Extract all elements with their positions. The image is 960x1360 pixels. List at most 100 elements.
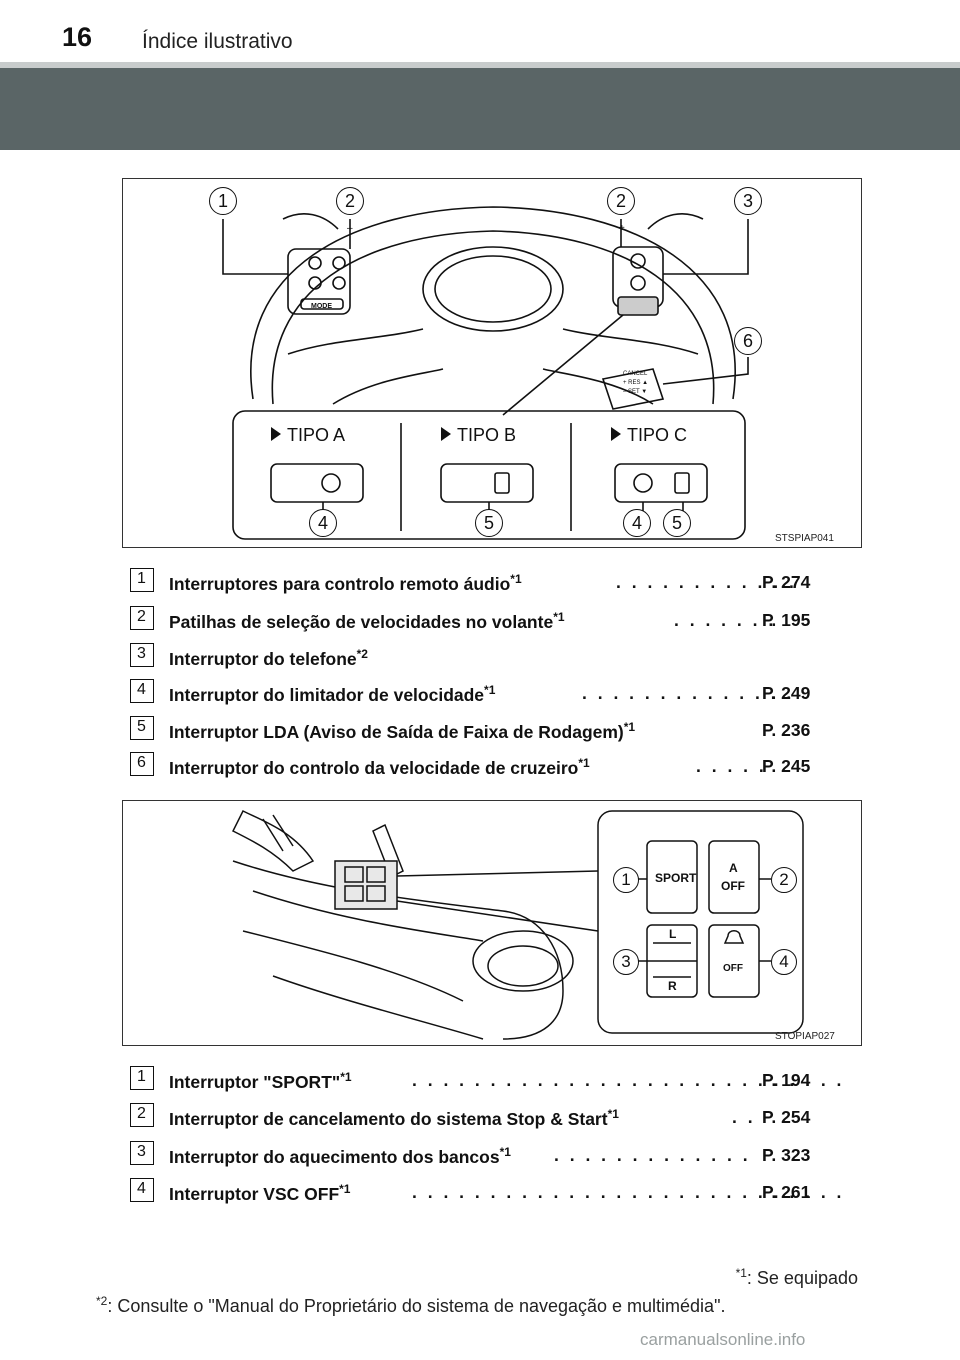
item-text: Interruptor LDA (Aviso de Saída de Faixa…: [169, 721, 624, 742]
type-c-label: TIPO C: [627, 425, 688, 445]
item-text: Interruptor "SPORT": [169, 1071, 341, 1092]
mode-switch-label: MODE: [311, 303, 332, 310]
item-text: Interruptores para controlo remoto áudio: [169, 573, 511, 594]
sport-button-label: SPORT: [655, 871, 697, 885]
callout-1: 1: [209, 187, 237, 215]
figure-code: STSPIAP041: [775, 533, 834, 544]
auto-stop-off-label: OFF: [721, 879, 745, 893]
page-header: 16 Índice ilustrativo: [0, 0, 960, 62]
callout-4-type-c: 4: [623, 509, 651, 537]
leader-dots: . . . . .: [696, 756, 767, 776]
item-number-icon: 2: [130, 1103, 154, 1127]
item-footnote-mark: *1: [607, 1107, 619, 1121]
paddle-plus-label: +: [619, 223, 625, 234]
page-reference: P. 274: [762, 572, 811, 592]
item-number-icon: 4: [130, 679, 154, 703]
page-number: 16: [62, 22, 93, 52]
item-number-icon: 5: [130, 716, 154, 740]
callout-6: 6: [734, 327, 762, 355]
item-number: 2: [137, 608, 146, 625]
callout-5-type-c: 5: [663, 509, 691, 537]
leader-dots: . . . . . . . . . . . . .: [554, 1145, 751, 1165]
item-text: Interruptor do aquecimento dos bancos: [169, 1146, 500, 1167]
page-reference: P. 254: [762, 1107, 811, 1127]
page-reference: P. 236: [762, 720, 811, 740]
item-number: 5: [137, 718, 146, 735]
callout-2-right: 2: [607, 187, 635, 215]
item-label: Interruptor do limitador de velocidade*1: [169, 683, 495, 706]
callout-4-type-a: 4: [309, 509, 337, 537]
item-number-icon: 4: [130, 1178, 154, 1202]
item-number: 4: [137, 1180, 146, 1197]
item-footnote-mark: *1: [484, 683, 496, 697]
item-footnote-mark: *1: [340, 1070, 352, 1084]
footnote-2-text: : Consulte o "Manual do Proprietário do …: [107, 1296, 726, 1316]
item-number-icon: 6: [130, 752, 154, 776]
item-number-icon: 2: [130, 606, 154, 630]
item-number: 6: [137, 754, 146, 771]
footnote-1-mark: *1: [735, 1266, 747, 1280]
item-label: Patilhas de seleção de velocidades no vo…: [169, 610, 565, 633]
item-label: Interruptores para controlo remoto áudio…: [169, 572, 522, 595]
item-number: 4: [137, 681, 146, 698]
leader-dots: . . . . . . .: [674, 610, 777, 630]
item-number-icon: 3: [130, 643, 154, 667]
item-number-icon: 1: [130, 568, 154, 592]
page-reference: P. 245: [762, 756, 811, 776]
item-label: Interruptor do controlo da velocidade de…: [169, 756, 590, 779]
item-text: Interruptor do telefone: [169, 648, 357, 669]
page-reference: P. 261: [762, 1182, 811, 1202]
header-rule: [0, 62, 960, 68]
item-text: Patilhas de seleção de velocidades no vo…: [169, 611, 554, 632]
item-label: Interruptor de cancelamento do sistema S…: [169, 1107, 619, 1130]
leader-dots: . . . . . . . . . . . . . .: [582, 683, 795, 703]
console-illustration: [231, 809, 804, 1040]
callout-3: 3: [734, 187, 762, 215]
item-text: Interruptor do controlo da velocidade de…: [169, 757, 579, 778]
footnote-1: *1: Se equipado: [736, 1266, 858, 1289]
page-reference: P. 195: [762, 610, 811, 630]
leader-dots: . .: [732, 1107, 756, 1127]
item-label: Interruptor VSC OFF*1: [169, 1182, 350, 1205]
item-number: 3: [137, 1143, 146, 1160]
footnote-2: *2: Consulte o "Manual do Proprietário d…: [96, 1294, 725, 1317]
item-number: 1: [137, 570, 146, 587]
res-label: + RES ▲: [623, 380, 649, 386]
callout-4: 4: [771, 949, 797, 975]
item-label: Interruptor "SPORT"*1: [169, 1070, 352, 1093]
item-footnote-mark: *1: [499, 1145, 511, 1159]
vsc-off-label: OFF: [723, 963, 743, 974]
callout-2: 2: [771, 867, 797, 893]
auto-stop-a-label: A: [729, 861, 738, 875]
item-label: Interruptor LDA (Aviso de Saída de Faixa…: [169, 720, 635, 743]
item-label: Interruptor do aquecimento dos bancos*1: [169, 1145, 511, 1168]
item-footnote-mark: *2: [356, 647, 368, 661]
item-number: 1: [137, 1068, 146, 1085]
steering-wheel-illustration: [222, 206, 749, 540]
seat-heater-r-label: R: [668, 979, 677, 993]
item-number-icon: 1: [130, 1066, 154, 1090]
footnote-1-text: : Se equipado: [746, 1268, 858, 1288]
callout-2-left: 2: [336, 187, 364, 215]
set-label: – SET ▼: [623, 389, 648, 395]
leader-dots: . . . . . . . . . . . .: [616, 572, 797, 592]
figure-code: STOPIAP027: [775, 1031, 835, 1042]
type-b-label: TIPO B: [457, 425, 517, 445]
item-footnote-mark: *1: [623, 720, 636, 734]
header-band: [0, 68, 960, 150]
watermark: carmanualsonline.info: [640, 1330, 806, 1349]
callout-1: 1: [613, 867, 639, 893]
footnote-2-mark: *2: [96, 1294, 108, 1308]
paddle-minus-label: –: [347, 223, 353, 234]
page-reference: P. 323: [762, 1145, 811, 1165]
item-number: 2: [137, 1105, 146, 1122]
console-figure: 1 2 3 4 SPORT A OFF L R OFF STOPIAP027: [122, 800, 862, 1046]
item-text: Interruptor de cancelamento do sistema S…: [169, 1108, 608, 1129]
item-text: Interruptor do limitador de velocidade: [169, 684, 485, 705]
item-footnote-mark: *1: [553, 610, 565, 624]
leader-dots: . . . . . . . . . . . . . . . . . . . . …: [412, 1070, 845, 1090]
item-footnote-mark: *1: [339, 1182, 351, 1196]
callout-5-type-b: 5: [475, 509, 503, 537]
item-number: 3: [137, 645, 146, 662]
item-text: Interruptor VSC OFF: [169, 1183, 340, 1204]
